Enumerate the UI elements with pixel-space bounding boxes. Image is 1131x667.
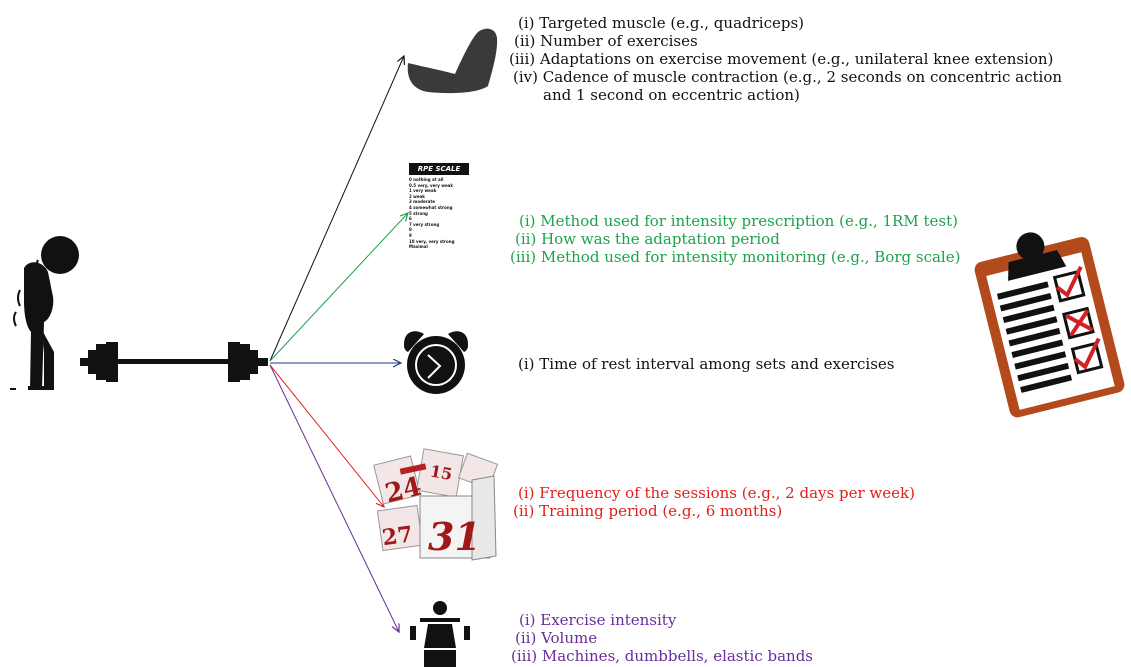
muscle-parameters-list: (i) Targeted muscle (e.g., quadriceps) (… <box>509 14 1062 104</box>
rpe-scale-row: Maximal <box>409 244 428 250</box>
rpe-scale-row: 9 <box>409 232 412 238</box>
list-item: (iii) Machines, dumbbells, elastic bands <box>511 647 814 665</box>
arrow-muscle <box>269 56 404 362</box>
arrow-equipment <box>269 364 399 632</box>
list-item: (iii) Adaptations on exercise movement (… <box>509 50 1054 68</box>
rpe-scale-row: 4 somewhat strong <box>409 204 453 210</box>
list-item: (i) Frequency of the sessions (e.g., 2 d… <box>518 484 915 502</box>
rpe-scale-row: 2 weak <box>409 193 425 199</box>
list-item: (ii) Training period (e.g., 6 months) <box>513 502 783 520</box>
flexed-arm-icon <box>407 28 498 94</box>
equipment-parameters-list: (i) Exercise intensity (ii) Volume (iii)… <box>511 611 813 665</box>
rpe-scale-row: 5 strong <box>409 210 428 216</box>
list-item: (ii) How was the adaptation period <box>515 230 780 248</box>
list-item: (iv) Cadence of muscle contraction (e.g.… <box>513 68 1063 86</box>
alarm-clock-icon <box>404 331 468 394</box>
list-item: (ii) Number of exercises <box>514 32 698 50</box>
svg-text:31: 31 <box>428 514 481 559</box>
rpe-scale-row: 10 very, very strong <box>409 238 455 244</box>
rpe-scale-row: 0.5 very, very weak <box>409 182 454 188</box>
svg-text:27: 27 <box>381 521 415 551</box>
rpe-scale-row: 0 nothing at all <box>409 177 444 182</box>
rpe-scale-row: 1 very weak <box>409 188 437 194</box>
rpe-scale-title: RPE SCALE <box>409 163 469 175</box>
list-item: (i) Time of rest interval among sets and… <box>518 355 895 373</box>
clipboard-checklist-icon <box>974 232 1125 418</box>
list-item: and 1 second on eccentric action) <box>543 86 800 104</box>
machine-user-icon <box>410 601 470 667</box>
frequency-parameters-list: (i) Frequency of the sessions (e.g., 2 d… <box>513 484 915 520</box>
rest-parameters-list: (i) Time of rest interval among sets and… <box>518 355 894 373</box>
rpe-scale-row: 8 <box>409 227 412 233</box>
list-item: (i) Method used for intensity prescripti… <box>519 212 958 230</box>
list-item: (ii) Volume <box>515 629 598 647</box>
rpe-scale-row: 6 <box>409 216 412 222</box>
arrow-frequency <box>269 364 384 507</box>
rpe-scale-row: 3 moderate <box>409 199 435 205</box>
list-item: (i) Exercise intensity <box>519 611 677 629</box>
svg-text:15: 15 <box>429 461 454 484</box>
list-item: (i) Targeted muscle (e.g., quadriceps) <box>518 14 805 32</box>
arrow-intensity <box>269 213 408 362</box>
calendar-icon: 24 27 31 15 <box>373 448 499 561</box>
tremor-marks <box>13 259 39 327</box>
intensity-parameters-list: (i) Method used for intensity prescripti… <box>510 212 960 266</box>
rpe-scale-row: 7 very strong <box>409 221 440 227</box>
barbell-icon <box>80 342 268 382</box>
list-item: (iii) Method used for intensity monitori… <box>510 248 961 266</box>
person-stooped-icon <box>10 236 79 390</box>
